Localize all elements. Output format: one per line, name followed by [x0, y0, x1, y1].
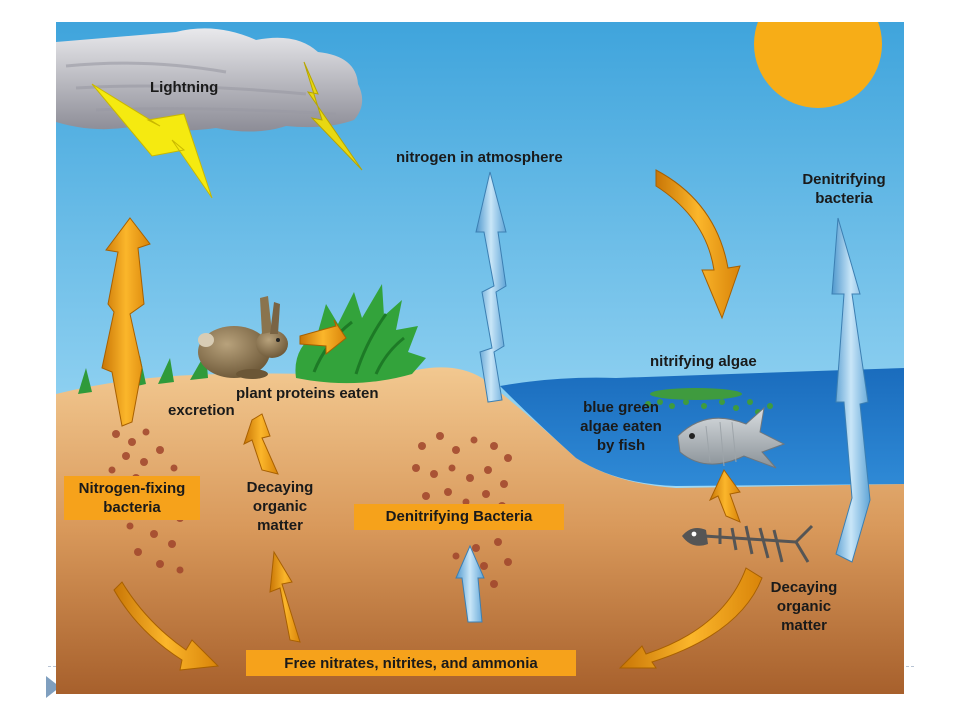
algae — [645, 388, 773, 415]
label-line: organic — [252, 498, 308, 515]
diagram-illustration — [56, 22, 904, 694]
label-line: bacteria — [815, 190, 873, 207]
fish — [677, 406, 786, 469]
fish-skeleton — [703, 524, 814, 563]
label-line: Denitrifying — [802, 171, 886, 188]
label-line: by fish — [596, 437, 646, 454]
bush — [295, 284, 426, 384]
label-line: Decaying — [246, 479, 314, 496]
cloud — [56, 28, 363, 132]
label-excretion: excretion — [168, 402, 235, 419]
label-box-nitrogen-fixing — [64, 476, 200, 520]
label-line: blue green — [583, 399, 659, 416]
label-box-denitrifying-soil — [354, 504, 564, 530]
label-denitrifying-bacteria-sky: Denitrifying bacteria — [784, 170, 904, 208]
label-line: organic — [776, 598, 832, 615]
label-line: Nitrogen-fixing — [78, 480, 186, 497]
label-free-nitrates: Free nitrates, nitrites, and ammonia — [284, 655, 538, 672]
label-box-free-nitrates — [246, 650, 576, 676]
label-nitrogen-fixing-bacteria: Nitrogen-fixing bacteria — [64, 479, 200, 517]
label-decaying-organic-matter-land: Decaying organic matter — [232, 478, 328, 535]
label-line: bacteria — [103, 499, 161, 516]
label-line: matter — [257, 517, 303, 534]
rabbit — [198, 296, 288, 379]
label-line: Decaying — [770, 579, 838, 596]
label-denitrifying-bacteria-soil: Denitrifying Bacteria — [385, 508, 533, 525]
label-nitrifying-algae: nitrifying algae — [650, 353, 757, 370]
label-plant-proteins-eaten: plant proteins eaten — [236, 385, 379, 402]
label-blue-green-algae: blue green algae eaten by fish — [566, 398, 676, 455]
label-decaying-organic-matter-water: Decaying organic matter — [756, 578, 852, 635]
label-lightning: Lightning — [150, 79, 219, 96]
label-nitrogen-in-atmosphere: nitrogen in atmosphere — [396, 149, 563, 166]
nitrogen-cycle-diagram: Lightning nitrogen in atmosphere Denitri… — [56, 22, 904, 694]
label-line: algae eaten — [580, 418, 662, 435]
label-line: matter — [781, 617, 827, 634]
